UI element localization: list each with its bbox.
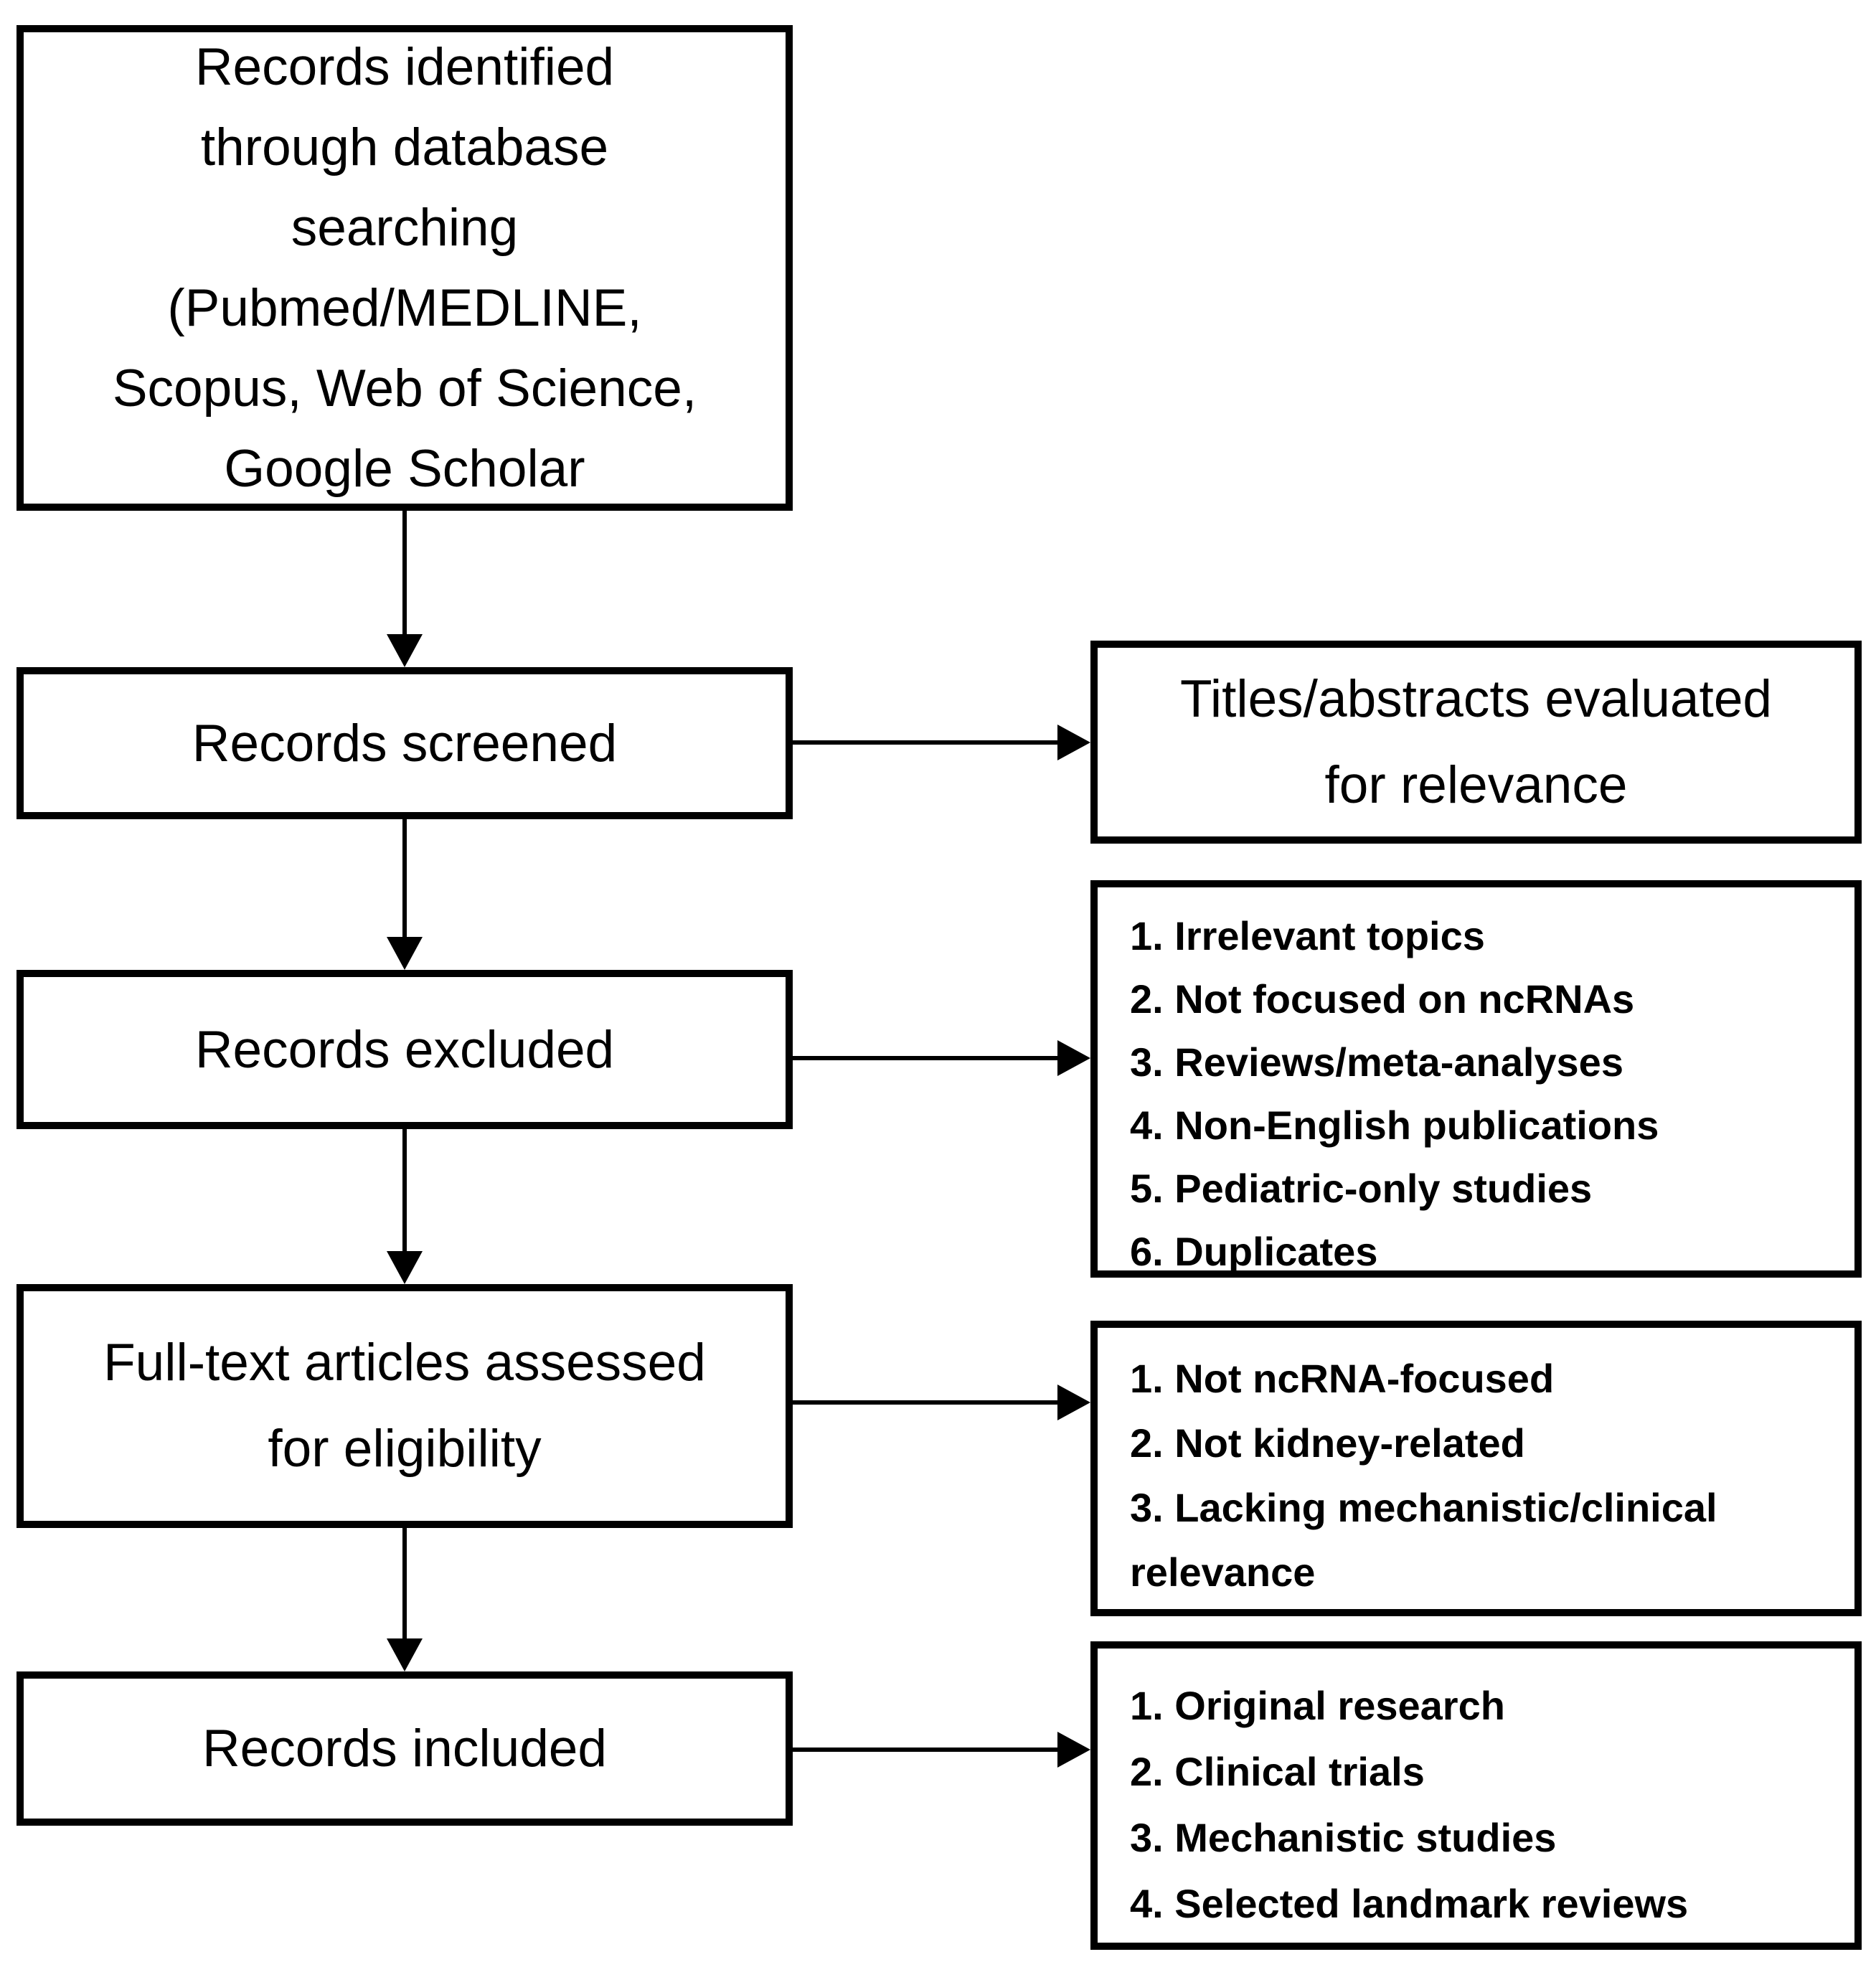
box-fulltext-assessed: Full-text articles assessed for eligibil… <box>17 1284 793 1528</box>
box-fulltext-exclusion-reasons: 1. Not ncRNA-focused 2. Not kidney-relat… <box>1090 1321 1862 1616</box>
arrow-right-head-icon <box>1057 725 1090 760</box>
arrow-down-line-2 <box>402 819 407 937</box>
list-item: 1. Irrelevant topics <box>1130 913 1485 958</box>
arrow-right-head-icon <box>1057 1040 1090 1076</box>
box-line: Google Scholar <box>224 439 585 498</box>
list-item: relevance <box>1130 1550 1316 1595</box>
list-item: 5. Pediatric-only studies <box>1130 1166 1593 1211</box>
box-line: Full-text articles assessed <box>103 1334 706 1392</box>
list-item: 3. Reviews/meta-analyses <box>1130 1039 1623 1085</box>
box-line: Records identified <box>194 37 615 96</box>
box-line: Scopus, Web of Science, <box>112 359 697 418</box>
box-records-excluded: Records excluded <box>17 970 793 1129</box>
box-exclusion-reasons: 1. Irrelevant topics 2. Not focused on n… <box>1090 880 1862 1278</box>
box-included-categories: 1. Original research 2. Clinical trials … <box>1090 1641 1862 1950</box>
list-item: 2. Not kidney-related <box>1130 1420 1525 1466</box>
box-line: for eligibility <box>268 1420 542 1478</box>
arrow-down-line-1 <box>402 511 407 634</box>
box-line: searching <box>291 198 519 257</box>
arrow-down-line-3 <box>402 1129 407 1251</box>
arrow-right-head-icon <box>1057 1732 1090 1768</box>
arrow-down-line-4 <box>402 1528 407 1638</box>
list-item: 2. Not focused on ncRNAs <box>1130 976 1635 1022</box>
box-line: Titles/abstracts evaluated <box>1179 669 1773 728</box>
box-line: Records included <box>202 1720 608 1778</box>
box-records-included: Records included <box>17 1671 793 1826</box>
box-line: through database <box>200 118 609 176</box>
arrow-right-line-1 <box>793 740 1059 745</box>
arrow-down-head-icon <box>387 1251 423 1284</box>
box-line: Records excluded <box>194 1020 615 1079</box>
list-item: 2. Clinical trials <box>1130 1749 1425 1794</box>
arrow-right-line-3 <box>793 1400 1059 1405</box>
list-item: 3. Lacking mechanistic/clinical <box>1130 1485 1717 1530</box>
list-item: 4. Non-English publications <box>1130 1103 1659 1148</box>
list-item: 1. Not ncRNA-focused <box>1130 1356 1555 1401</box>
arrow-down-head-icon <box>387 1638 423 1671</box>
list-item: 4. Selected landmark reviews <box>1130 1881 1689 1926</box>
arrow-down-head-icon <box>387 937 423 970</box>
list-item: 1. Original research <box>1130 1683 1505 1728</box>
box-line: Records screened <box>192 714 618 773</box>
arrow-down-head-icon <box>387 634 423 667</box>
arrow-right-line-2 <box>793 1056 1059 1060</box>
box-titles-abstracts-evaluated: Titles/abstracts evaluated for relevance <box>1090 641 1862 844</box>
list-item: 6. Duplicates <box>1130 1229 1378 1274</box>
arrow-right-head-icon <box>1057 1385 1090 1420</box>
box-records-screened: Records screened <box>17 667 793 819</box>
box-line: for relevance <box>1324 755 1628 814</box>
arrow-right-line-4 <box>793 1748 1059 1752</box>
box-line: (Pubmed/MEDLINE, <box>167 278 642 337</box>
list-item: 3. Mechanistic studies <box>1130 1815 1557 1860</box>
box-records-identified: Records identified through database sear… <box>17 25 793 511</box>
